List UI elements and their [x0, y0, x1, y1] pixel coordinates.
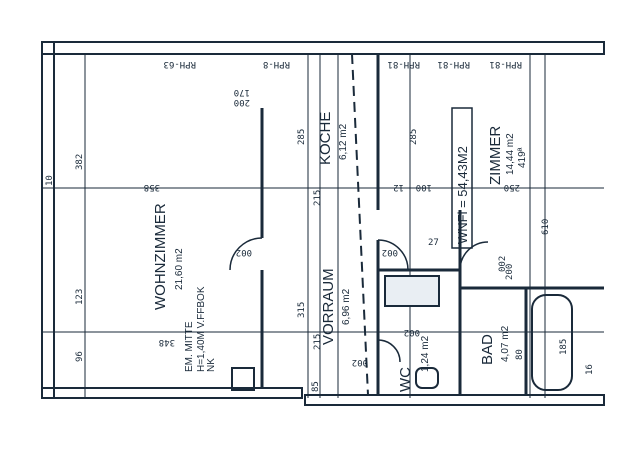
note-height: H=1,40M V.FFBOK — [196, 286, 207, 372]
exterior-walls — [41, 41, 605, 406]
interior-walls — [260, 54, 604, 395]
note-em-mitte: EM. MITTE — [184, 321, 195, 372]
room-vorraum-area: 6,96 m2 — [341, 288, 352, 325]
toilet — [415, 367, 439, 389]
dim-label: 315 — [297, 302, 307, 318]
dim-label: 185 — [559, 339, 569, 355]
door-code: 002 — [352, 357, 368, 367]
rph-label: RPH-81 — [387, 59, 420, 69]
dashed-axis — [351, 53, 369, 396]
dim-label: 250 — [504, 182, 520, 192]
door-code: 002 — [236, 247, 252, 257]
dim-label: 27 — [428, 238, 439, 248]
room-zimmer-area: 14,44 m2 — [505, 133, 516, 175]
dim-label: 12 — [393, 182, 404, 192]
meter-box — [231, 367, 255, 391]
room-wohnzimmer-area: 21,60 m2 — [174, 248, 185, 290]
room-zimmer-name: ZIMMER — [487, 126, 504, 185]
door-code: 002 — [404, 327, 420, 337]
rph-label: RPH-81 — [489, 59, 522, 69]
dim-label: 85 — [311, 381, 321, 392]
dim-label: 610 — [541, 219, 551, 235]
door-code: 002 — [382, 247, 398, 257]
room-vorraum-name: VORRAUM — [320, 268, 337, 345]
bathtub — [531, 294, 573, 391]
room-wc-area: 1,24 m2 — [420, 335, 431, 372]
dim-label: 285 — [297, 129, 307, 145]
dim-label: 215 — [313, 190, 323, 206]
room-bad-area: 4,07 m2 — [500, 325, 511, 362]
dim-label: 80 — [515, 349, 525, 360]
room-zimmer-height: 419ª — [517, 147, 528, 168]
door-code: 002 — [498, 256, 508, 272]
dim-label: 215 — [313, 334, 323, 350]
dim-label: 382 — [75, 154, 85, 170]
rph-label: RPH-81 — [437, 59, 470, 69]
dim-label: 200 — [234, 97, 250, 107]
room-bad-name: BAD — [479, 334, 496, 365]
dim-label: 285 — [409, 129, 419, 145]
dim-label: 170 — [234, 87, 250, 97]
dim-label: 96 — [75, 351, 85, 362]
dim-label: 348 — [159, 337, 175, 347]
dim-label: 100 — [416, 182, 432, 192]
dim-label: 10 — [45, 175, 55, 186]
room-koche-area: 6,12 m2 — [338, 123, 349, 160]
door-swings — [229, 237, 489, 363]
dimension-lines — [42, 54, 604, 398]
rph-label: RPH-63 — [163, 59, 196, 69]
dim-label: 16 — [585, 364, 595, 375]
dim-label: 123 — [75, 289, 85, 305]
wnfl-frame — [451, 107, 473, 249]
note-nk: NK — [206, 358, 217, 372]
dim-label: 358 — [144, 182, 160, 192]
wnfl-label: WNFl = 54,43M2 — [455, 146, 470, 244]
room-wohnzimmer-name: WOHNZIMMER — [152, 203, 169, 310]
dim-label: 200 — [505, 264, 515, 280]
rph-label: RPH-8 — [263, 59, 290, 69]
shaft — [384, 275, 440, 307]
room-wc-name: WC — [397, 367, 414, 392]
room-koche-name: KOCHE — [317, 112, 334, 165]
